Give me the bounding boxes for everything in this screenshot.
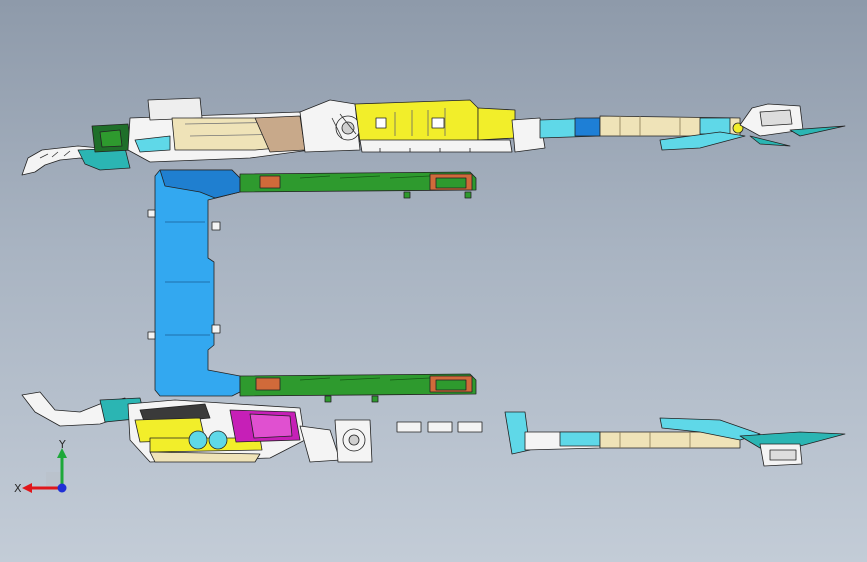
bottom-right-rail[interactable]: [504, 411, 741, 455]
x-axis-arrow: [22, 483, 32, 493]
blue-floor-frame[interactable]: [147, 169, 241, 397]
top-right-rear-bumper[interactable]: [659, 103, 846, 151]
bottom-cowl-panel[interactable]: [127, 399, 306, 463]
top-cowl-panel[interactable]: [127, 97, 311, 163]
top-yellow-crossmember[interactable]: [354, 99, 516, 153]
x-axis-label: X: [14, 482, 22, 495]
bottom-center-bracket[interactable]: [299, 419, 373, 463]
bottom-right-rear-bumper[interactable]: [659, 417, 846, 467]
y-axis-label: Y: [58, 440, 66, 451]
y-axis-arrow: [57, 448, 67, 458]
top-right-rail[interactable]: [511, 115, 744, 153]
top-center-bracket[interactable]: [299, 99, 361, 153]
top-left-dark-green-module[interactable]: [91, 123, 133, 153]
triad-plane: [46, 472, 62, 488]
upper-green-side-rail[interactable]: [239, 171, 477, 199]
lower-green-side-rail[interactable]: [239, 373, 477, 403]
top-left-front-bumper-bracket[interactable]: [21, 145, 131, 176]
bottom-small-clips[interactable]: [396, 421, 483, 433]
bottom-left-front-bumper-bracket[interactable]: [21, 391, 146, 427]
axis-triad: Y X: [14, 440, 67, 495]
z-axis-dot: [57, 483, 67, 493]
